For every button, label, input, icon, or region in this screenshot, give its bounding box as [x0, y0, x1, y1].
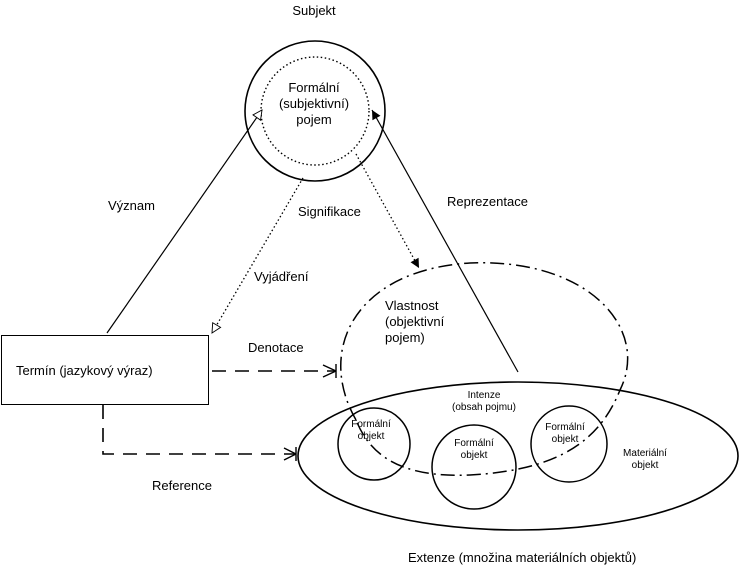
vyjadreni-arrow: [211, 177, 304, 333]
termin-label: Termín (jazykový výraz): [16, 362, 153, 378]
extenze-ellipse: [297, 381, 739, 531]
extenze-label: Extenze (množina materiálních objektů): [408, 550, 636, 565]
reprezentace-label: Reprezentace: [447, 194, 528, 209]
subjekt-inner-circle: [260, 56, 370, 166]
reference-arrow-head-2: [283, 453, 297, 461]
denotace-label: Denotace: [248, 340, 304, 355]
signifikace-label: Signifikace: [298, 204, 361, 219]
formalni-objekt-b-label-2: objekt: [461, 450, 488, 461]
reference-label: Reference: [152, 478, 212, 493]
vyznam-arrow: [106, 110, 262, 334]
vlastnost-label-1: Vlastnost: [385, 298, 439, 313]
formalni-objekt-c-label-2: objekt: [552, 434, 579, 445]
reference-arrow-head: [283, 447, 297, 455]
vyjadreni-label: Vyjádření: [254, 269, 309, 284]
subjekt-label: Subjekt: [292, 3, 336, 18]
formalni-objekt-circle-b: [431, 424, 517, 510]
formalni-pojem-label-3: pojem: [296, 112, 331, 127]
formalni-objekt-c-label-1: Formální: [545, 422, 585, 433]
intenze-label-2: (obsah pojmu): [452, 402, 516, 413]
formalni-objekt-a-label-1: Formální: [351, 419, 391, 430]
denotace-arrow-head: [322, 364, 337, 372]
materialni-objekt-label-1: Materiální: [623, 448, 667, 459]
subjekt-outer-circle: [244, 40, 386, 182]
signifikace-arrow: [355, 153, 420, 269]
reprezentace-arrow: [371, 109, 519, 373]
denotace-arrow-head-2: [322, 370, 337, 378]
formalni-pojem-label-1: Formální: [288, 80, 340, 95]
intenze-label-1: Intenze: [468, 390, 501, 401]
materialni-objekt-circle: [530, 405, 608, 483]
vlastnost-ellipse: [340, 262, 629, 476]
vyznam-label: Význam: [108, 198, 155, 213]
reference-arrow: [102, 405, 297, 461]
termin-box: Termín (jazykový výraz): [1, 335, 209, 405]
formalni-objekt-b-label-1: Formální: [454, 438, 494, 449]
vlastnost-label-3: pojem): [385, 330, 425, 345]
vlastnost-label-2: (objektivní: [385, 314, 445, 329]
materialni-objekt-label-2: objekt: [632, 460, 659, 471]
formalni-pojem-label-2: (subjektivní): [279, 96, 349, 111]
formalni-objekt-a-label-2: objekt: [358, 431, 385, 442]
